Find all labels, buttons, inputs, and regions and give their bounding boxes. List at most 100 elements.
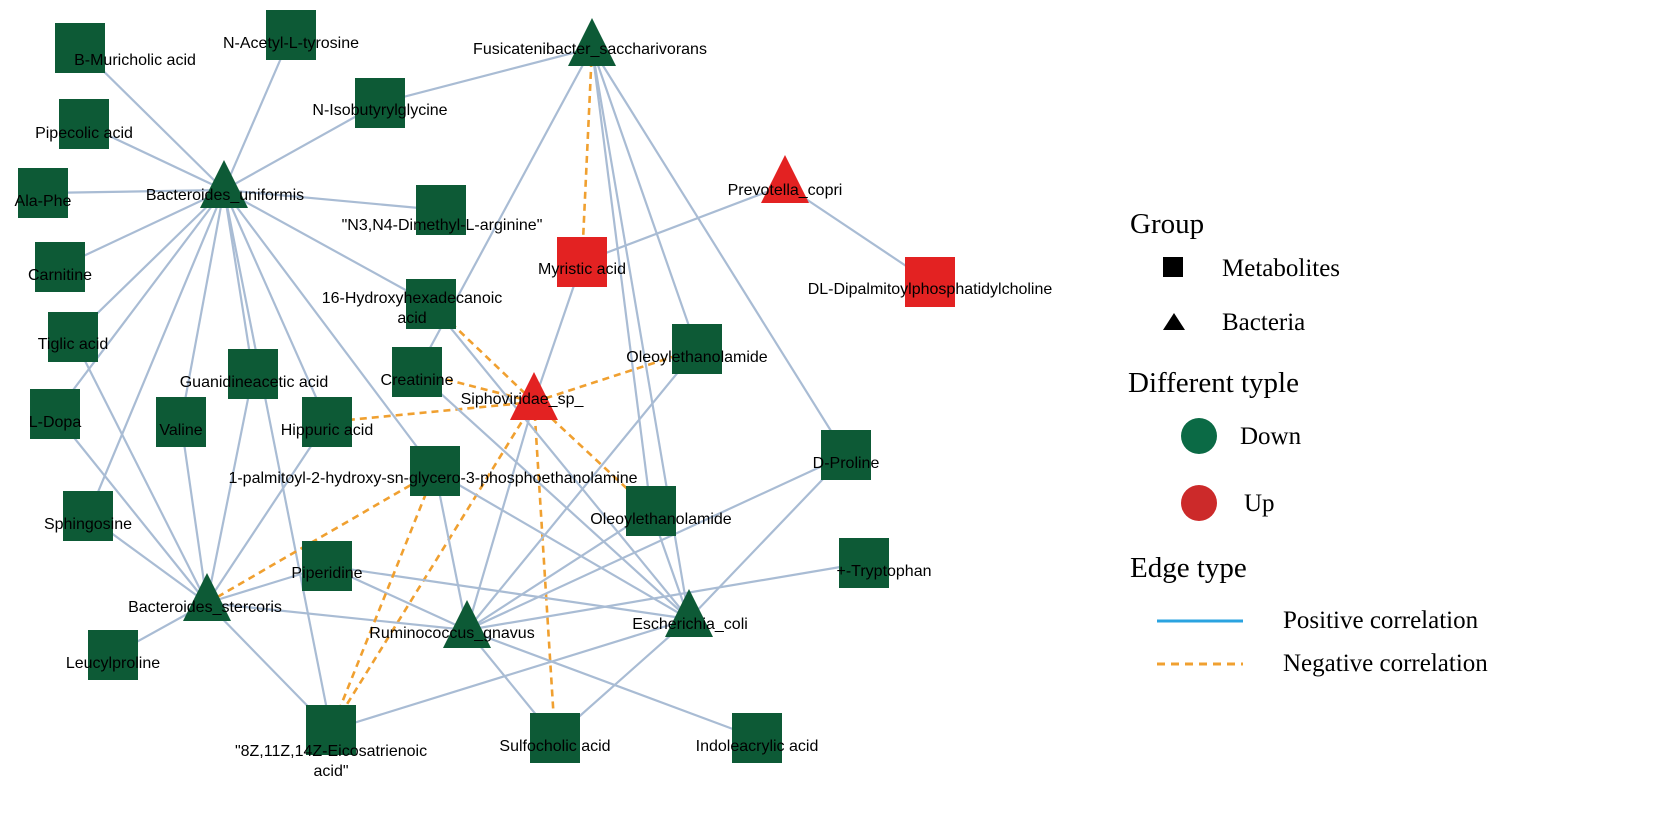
node-rumi-triangle — [443, 600, 491, 648]
edge-siph-hipp — [326, 400, 535, 424]
edge-ecoli-hyd16 — [430, 303, 690, 620]
edge-lpe-eico — [329, 470, 437, 731]
legend-metabolites-square-icon — [1163, 257, 1183, 277]
node-label-trp: +-Tryptophan — [836, 563, 931, 580]
node-ecoli-triangle — [665, 589, 713, 637]
node-label-ldopa: L-Dopa — [29, 414, 82, 431]
edge-buni-hipp — [222, 189, 329, 423]
edge-fusi-oley1 — [590, 47, 699, 350]
edge-bste-hipp — [206, 421, 328, 604]
node-guan-square — [228, 349, 278, 399]
node-label-bmur: B-Muricholic acid — [74, 52, 196, 69]
node-n3n4-square — [416, 185, 466, 235]
node-sphi-square — [63, 491, 113, 541]
node-dpro-square — [821, 430, 871, 480]
node-label-eico: "8Z,11Z,14Z-Eicosatrienoic — [235, 743, 427, 760]
legend-up-circle-icon — [1181, 485, 1217, 521]
node-niso-square — [355, 78, 405, 128]
legend: Group Metabolites Bacteria Different typ… — [1128, 208, 1488, 677]
node-ldopa-square — [30, 389, 80, 439]
edge-buni-eico — [222, 189, 333, 731]
edge-siph-sulf — [532, 401, 557, 739]
node-label-oley1: Oleoylethanolamide — [626, 349, 768, 366]
edge-buni-nacet — [222, 34, 293, 191]
node-label-nacet: N-Acetyl-L-tyrosine — [223, 35, 359, 52]
legend-bacteria-label: Bacteria — [1222, 309, 1305, 336]
edge-ecoli-lpe — [434, 470, 690, 620]
node-lpe-square — [410, 446, 460, 496]
node-vali-square — [156, 397, 206, 447]
node-label-line2-eico: acid" — [313, 763, 348, 780]
edge-rumi-dpro — [466, 454, 847, 631]
node-bste-triangle — [183, 573, 231, 621]
node-label-leuc: Leucylproline — [66, 655, 160, 672]
edge-buni-lpe — [223, 189, 436, 472]
edge-buni-niso — [223, 102, 381, 191]
node-label-tigl: Tiglic acid — [38, 336, 109, 353]
node-carn-square — [35, 242, 85, 292]
edge-bste-vali — [179, 421, 209, 604]
node-siph-triangle — [510, 372, 558, 420]
legend-diff-title: Different typle — [1128, 367, 1299, 399]
edge-buni-carn — [59, 189, 225, 268]
edge-buni-tigl — [72, 189, 225, 338]
edge-rumi-lpe — [433, 470, 469, 631]
edge-fusi-niso — [379, 46, 593, 105]
node-prev-triangle — [761, 155, 809, 203]
node-indo-square — [732, 713, 782, 763]
edge-siph-rumi — [465, 401, 536, 631]
node-label-hipp: Hippuric acid — [281, 422, 373, 439]
edge-fusi-dpro — [591, 47, 847, 456]
node-pipe-square — [59, 99, 109, 149]
legend-down-label: Down — [1240, 423, 1302, 450]
node-sulf-square — [530, 713, 580, 763]
node-label-alap: Ala-Phe — [15, 193, 72, 210]
legend-metabolites-label: Metabolites — [1222, 255, 1340, 282]
node-oley1-square — [672, 324, 722, 374]
node-leuc-square — [88, 630, 138, 680]
legend-down-circle-icon — [1181, 418, 1217, 454]
node-label-lpe: 1-palmitoyl-2-hydroxy-sn-glycero-3-phosp… — [228, 470, 637, 487]
node-label-indo: Indoleacrylic acid — [696, 738, 819, 755]
edge-ecoli-crea — [416, 371, 690, 620]
node-label-dlpc: DL-Dipalmitoylphosphatidylcholine — [808, 281, 1053, 298]
node-trp-square — [839, 538, 889, 588]
labels-layer: Fusicatenibacter_saccharivoransBacteroid… — [15, 35, 1053, 780]
edge-rumi-indo — [466, 628, 758, 740]
node-eico-square — [306, 705, 356, 755]
node-nacet-square — [266, 10, 316, 60]
edge-siph-oley1 — [533, 347, 698, 404]
edge-buni-hyd16 — [223, 189, 432, 305]
legend-negative-label: Negative correlation — [1283, 650, 1488, 677]
legend-edge-title: Edge type — [1130, 552, 1247, 584]
node-alap-square — [18, 168, 68, 218]
node-bmur-square — [55, 23, 105, 73]
node-hipp-square — [302, 397, 352, 447]
node-label-carn: Carnitine — [28, 267, 92, 284]
node-label-n3n4: "N3,N4-Dimethyl-L-arginine" — [342, 217, 543, 234]
node-pipd-square — [302, 541, 352, 591]
edge-fusi-oley2 — [590, 47, 653, 512]
edge-bste-lpe — [206, 469, 436, 605]
node-label-fusi: Fusicatenibacter_saccharivorans — [473, 41, 707, 58]
node-label-hyd16: 16-Hydroxyhexadecanoic — [322, 290, 503, 307]
node-label-guan: Guanidineacetic acid — [180, 374, 329, 391]
edge-rumi-bste — [206, 601, 468, 632]
node-label-rumi: Ruminococcus_gnavus — [369, 625, 534, 642]
node-fusi-triangle — [568, 18, 616, 66]
node-label-dpro: D-Proline — [813, 455, 880, 472]
edge-ecoli-dpro — [688, 454, 847, 620]
edge-bste-tigl — [72, 336, 208, 604]
legend-up-label: Up — [1244, 490, 1275, 517]
node-label-pipe: Pipecolic acid — [35, 125, 133, 142]
node-label-sulf: Sulfocholic acid — [499, 738, 610, 755]
edge-bste-ldopa — [54, 413, 208, 604]
edge-fusi-myri — [580, 47, 594, 263]
node-label-pipd: Piperidine — [291, 565, 362, 582]
edge-buni-alap — [42, 188, 225, 195]
node-label-sphi: Sphingosine — [44, 516, 132, 533]
node-tigl-square — [48, 312, 98, 362]
node-label-prev: Prevotella_copri — [728, 182, 843, 199]
legend-positive-label: Positive correlation — [1283, 607, 1479, 634]
node-buni-triangle — [200, 160, 248, 208]
